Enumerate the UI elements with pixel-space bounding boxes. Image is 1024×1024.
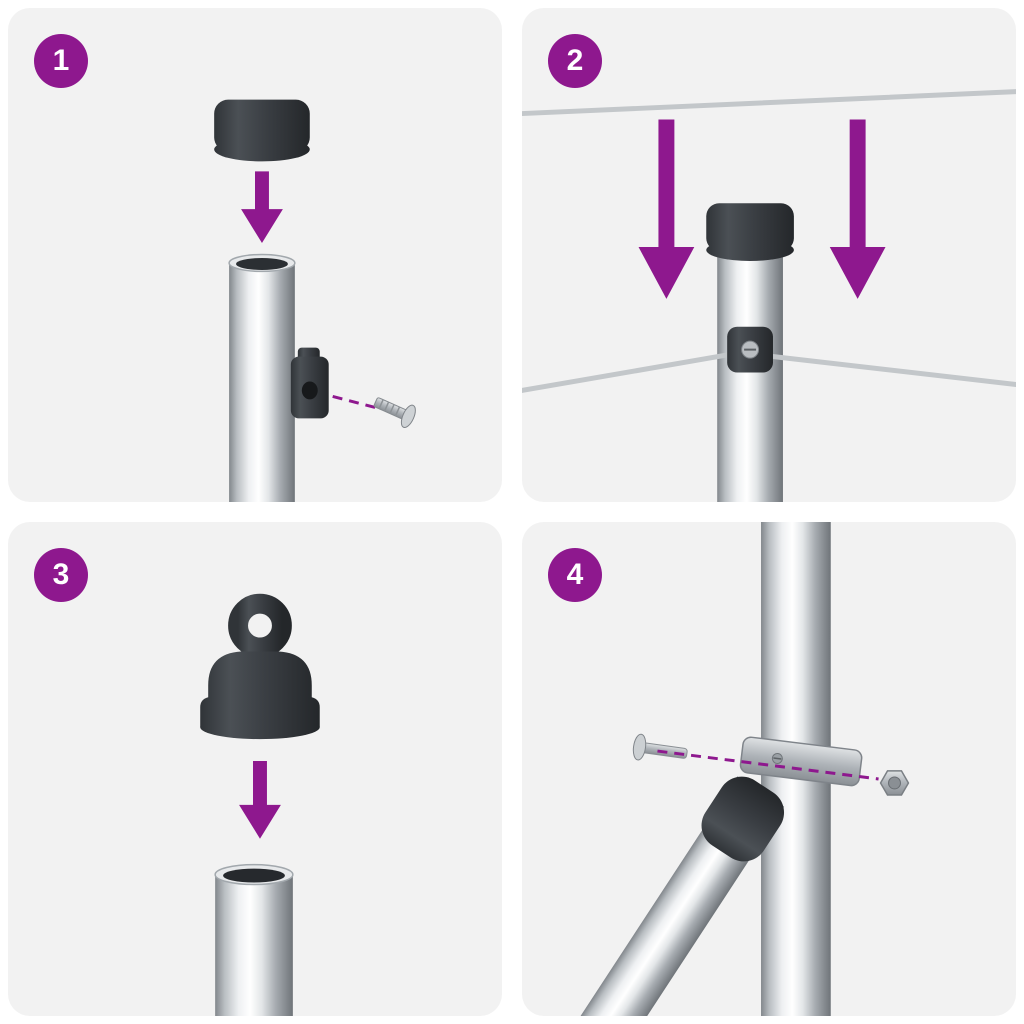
tension-wire-left xyxy=(522,351,738,393)
screw-icon xyxy=(373,397,416,428)
nut-icon xyxy=(879,770,910,796)
eyelet-cap xyxy=(200,593,320,740)
wire-clamp-bracket xyxy=(290,347,329,419)
illustration-step-3-eyelet-cap xyxy=(200,593,320,1016)
down-arrow-icon xyxy=(241,171,283,244)
illustration-step-2-wire-tensioning xyxy=(522,89,1016,502)
step-panel-3: 3 xyxy=(8,522,502,1016)
brace-socket xyxy=(701,776,785,862)
wire-clamp xyxy=(727,326,773,373)
step-panel-2: 2 xyxy=(522,8,1016,502)
step-number-badge: 3 xyxy=(34,548,88,602)
post-tube xyxy=(228,253,296,502)
step-number-badge: 4 xyxy=(548,548,602,602)
post-cap xyxy=(214,99,310,162)
step-number-badge: 2 xyxy=(548,34,602,88)
assembly-guide-dashed-line xyxy=(332,394,379,410)
down-arrow-icon xyxy=(829,119,886,299)
step-number-badge: 1 xyxy=(34,34,88,88)
tension-wire-right xyxy=(762,353,1016,387)
post-tube xyxy=(214,863,294,1016)
top-wire xyxy=(522,89,1016,117)
down-arrow-icon xyxy=(638,119,695,299)
clamp-strap xyxy=(739,736,863,787)
step-panel-1: 1 xyxy=(8,8,502,502)
illustration-step-4-brace-clamp xyxy=(557,522,910,1016)
step-panel-4: 4 xyxy=(522,522,1016,1016)
assembly-guide-dashed-line xyxy=(657,749,879,781)
post-with-cap xyxy=(706,203,794,502)
diagonal-brace xyxy=(557,776,785,1016)
down-arrow-icon xyxy=(239,761,281,839)
illustration-step-1-cap-and-bracket xyxy=(214,99,416,502)
